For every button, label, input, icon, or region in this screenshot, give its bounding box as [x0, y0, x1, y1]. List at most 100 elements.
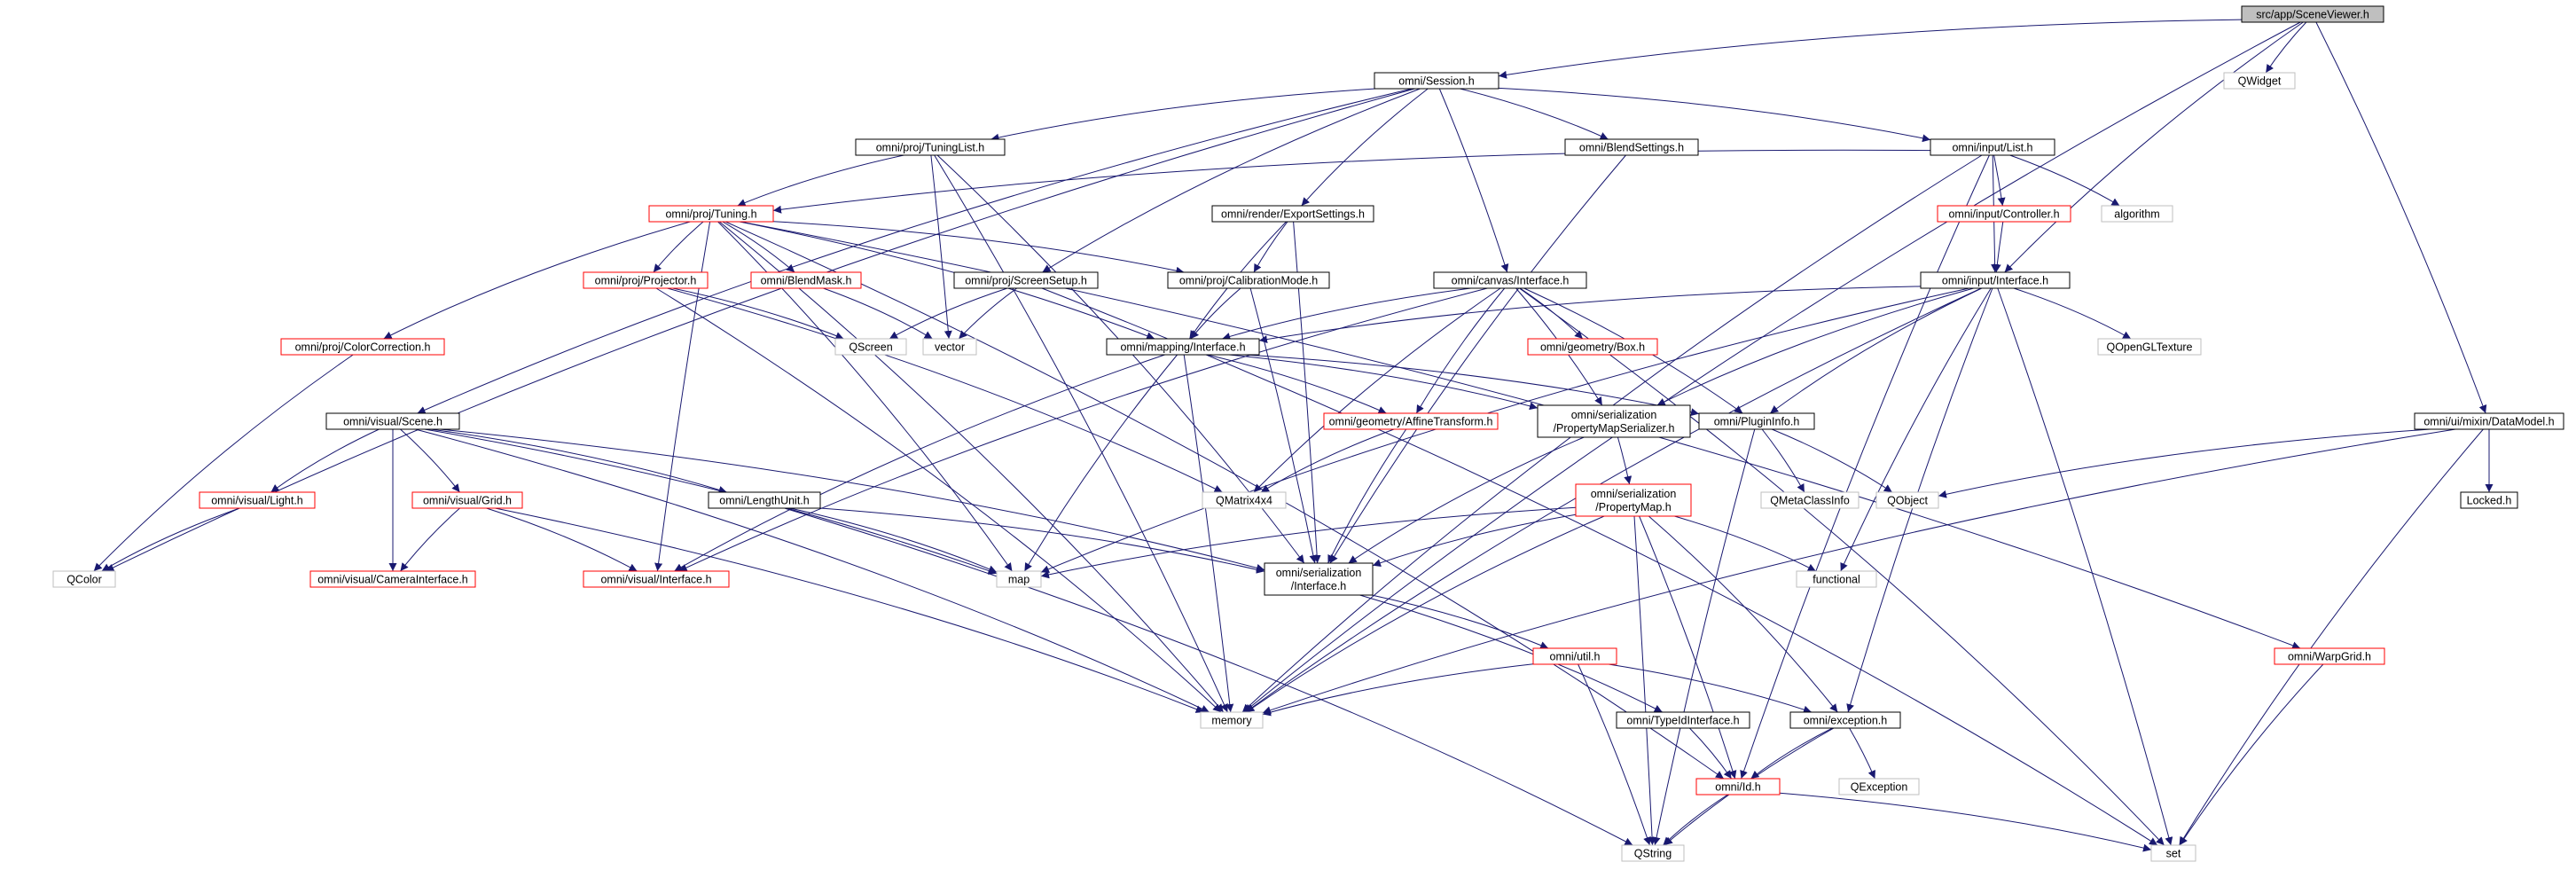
node-tuning[interactable]: omni/proj/Tuning.h: [648, 205, 774, 223]
node-camerainterface[interactable]: omni/visual/CameraInterface.h: [309, 570, 476, 588]
node-label-blendsettings: omni/BlendSettings.h: [1579, 141, 1684, 153]
node-qmetaclassinfo[interactable]: QMetaClassInfo: [1760, 491, 1860, 509]
node-map[interactable]: map: [996, 570, 1042, 588]
edge-tuninglist-to-vector: [930, 154, 952, 340]
node-controller[interactable]: omni/input/Controller.h: [1937, 205, 2071, 223]
node-id[interactable]: omni/Id.h: [1695, 778, 1781, 796]
edge-affinetransform-to-serialinterface: [1327, 428, 1407, 564]
node-exportsettings[interactable]: omni/render/ExportSettings.h: [1211, 205, 1374, 223]
node-colorcorrection[interactable]: omni/proj/ColorCorrection.h: [280, 338, 445, 356]
edge-lengthunit-to-serialinterface: [819, 507, 1265, 574]
node-algorithm[interactable]: algorithm: [2101, 205, 2173, 223]
node-affinetransform[interactable]: omni/geometry/AffineTransform.h: [1323, 412, 1499, 430]
node-qexception[interactable]: QException: [1838, 778, 1920, 796]
edge-inputinterface-to-qopengltexture: [2013, 287, 2132, 340]
node-label-qmatrix4x4: QMatrix4x4: [1216, 494, 1272, 506]
node-vector[interactable]: vector: [922, 338, 977, 356]
node-projector[interactable]: omni/proj/Projector.h: [583, 271, 709, 289]
node-warpgrid[interactable]: omni/WarpGrid.h: [2274, 647, 2385, 665]
node-propertymapserializer[interactable]: omni/serialization/PropertyMapSerializer…: [1537, 404, 1691, 438]
edge-serialinterface-to-typedid: [1359, 594, 1663, 713]
node-light[interactable]: omni/visual/Light.h: [199, 491, 316, 509]
node-canvasinterface[interactable]: omni/canvas/Interface.h: [1433, 271, 1587, 289]
node-datamodel[interactable]: omni/ui/mixin/DataModel.h: [2414, 412, 2564, 430]
edge-affinetransform-to-qmatrix4x4: [1260, 428, 1395, 493]
node-blendmask[interactable]: omni/BlendMask.h: [750, 271, 862, 289]
edge-screensetup-to-qscreen: [889, 287, 1008, 340]
node-box-map: [996, 570, 1042, 588]
node-qobject[interactable]: QObject: [1875, 491, 1939, 509]
edge-util-to-exception: [1609, 663, 1813, 714]
node-set[interactable]: set: [2150, 844, 2196, 862]
node-visualinterface[interactable]: omni/visual/Interface.h: [583, 570, 730, 588]
node-box-inputlist: [1930, 138, 2055, 156]
node-box[interactable]: omni/geometry/Box.h: [1527, 338, 1658, 356]
node-exception[interactable]: omni/exception.h: [1789, 711, 1901, 729]
node-qopengltexture[interactable]: QOpenGLTexture: [2097, 338, 2202, 356]
node-label-locked: Locked.h: [2467, 494, 2512, 506]
node-box-functional: [1796, 570, 1877, 588]
node-sceneviewer[interactable]: src/app/SceneViewer.h: [2241, 5, 2384, 23]
node-grid[interactable]: omni/visual/Grid.h: [411, 491, 523, 509]
node-blendsettings[interactable]: omni/BlendSettings.h: [1564, 138, 1699, 156]
node-calibrationmode[interactable]: omni/proj/CalibrationMode.h: [1167, 271, 1330, 289]
edge-sceneviewer-to-qwidget: [2265, 21, 2307, 74]
node-qstring[interactable]: QString: [1621, 844, 1685, 862]
node-label-exportsettings: omni/render/ExportSettings.h: [1221, 208, 1365, 220]
edge-lengthunit-to-map: [789, 507, 998, 573]
node-box-tuninglist: [855, 138, 1006, 156]
node-visualscene[interactable]: omni/visual/Scene.h: [325, 412, 460, 430]
node-screensetup[interactable]: omni/proj/ScreenSetup.h: [953, 271, 1099, 289]
node-lengthunit[interactable]: omni/LengthUnit.h: [708, 491, 821, 509]
node-box-locked: [2460, 491, 2518, 509]
node-label-qwidget: QWidget: [2238, 74, 2282, 87]
node-session[interactable]: omni/Session.h: [1374, 72, 1499, 90]
edge-propertymap-to-serialinterface: [1372, 513, 1577, 567]
node-inputlist[interactable]: omni/input/List.h: [1930, 138, 2055, 156]
node-label-mappinginterface: omni/mapping/Interface.h: [1120, 341, 1245, 353]
node-util[interactable]: omni/util.h: [1532, 647, 1617, 665]
node-label-grid: omni/visual/Grid.h: [423, 494, 512, 506]
edge-session-to-canvasinterface: [1438, 88, 1509, 273]
node-memory[interactable]: memory: [1200, 711, 1264, 729]
node-box-lengthunit: [708, 491, 821, 509]
node-inputinterface[interactable]: omni/input/Interface.h: [1920, 271, 2071, 289]
edge-colorcorrection-to-qcolor: [93, 354, 354, 572]
node-label-qmetaclassinfo: QMetaClassInfo: [1770, 494, 1850, 506]
edge-inputinterface-to-set: [1997, 287, 2173, 846]
node-typedid[interactable]: omni/TypeIdInterface.h: [1616, 711, 1750, 729]
edge-mappinginterface-to-map: [1023, 354, 1178, 572]
edge-inputinterface-to-map: [1040, 287, 1969, 574]
node-functional[interactable]: functional: [1796, 570, 1877, 588]
node-label-qobject: QObject: [1887, 494, 1928, 506]
node-locked[interactable]: Locked.h: [2460, 491, 2518, 509]
node-box-warpgrid: [2274, 647, 2385, 665]
node-box-qwidget: [2223, 72, 2296, 90]
node-label-memory: memory: [1211, 714, 1252, 726]
edge-visualscene-to-grid: [400, 428, 460, 493]
node-label-warpgrid: omni/WarpGrid.h: [2288, 650, 2371, 662]
edge-propertymap-to-functional: [1674, 515, 1817, 572]
edge-tuninglist-to-memory: [934, 154, 1228, 713]
node-tuninglist[interactable]: omni/proj/TuningList.h: [855, 138, 1006, 156]
node-box-sceneviewer: [2241, 5, 2384, 23]
node-box-plugininfo: [1698, 412, 1815, 430]
node-box-propertymapserializer: [1537, 404, 1691, 438]
edge-mappinginterface-to-visualinterface: [674, 354, 1165, 572]
node-mappinginterface[interactable]: omni/mapping/Interface.h: [1106, 338, 1260, 356]
node-qmatrix4x4[interactable]: QMatrix4x4: [1202, 491, 1287, 509]
edge-id-to-qstring: [1663, 794, 1728, 846]
node-box-affinetransform: [1323, 412, 1499, 430]
node-box-exportsettings: [1211, 205, 1374, 223]
node-qwidget[interactable]: QWidget: [2223, 72, 2296, 90]
edge-canvasinterface-to-mappinginterface: [1222, 287, 1471, 341]
node-plugininfo[interactable]: omni/PluginInfo.h: [1698, 412, 1815, 430]
edge-visualscene-to-lengthunit: [430, 428, 727, 494]
node-serialinterface[interactable]: omni/serialization/Interface.h: [1264, 562, 1374, 596]
node-label-qscreen: QScreen: [849, 341, 892, 353]
node-qscreen[interactable]: QScreen: [834, 338, 907, 356]
node-qcolor[interactable]: QColor: [52, 570, 116, 588]
edge-projector-to-memory: [655, 287, 1222, 713]
node-propertymap[interactable]: omni/serialization/PropertyMap.h: [1575, 483, 1692, 517]
